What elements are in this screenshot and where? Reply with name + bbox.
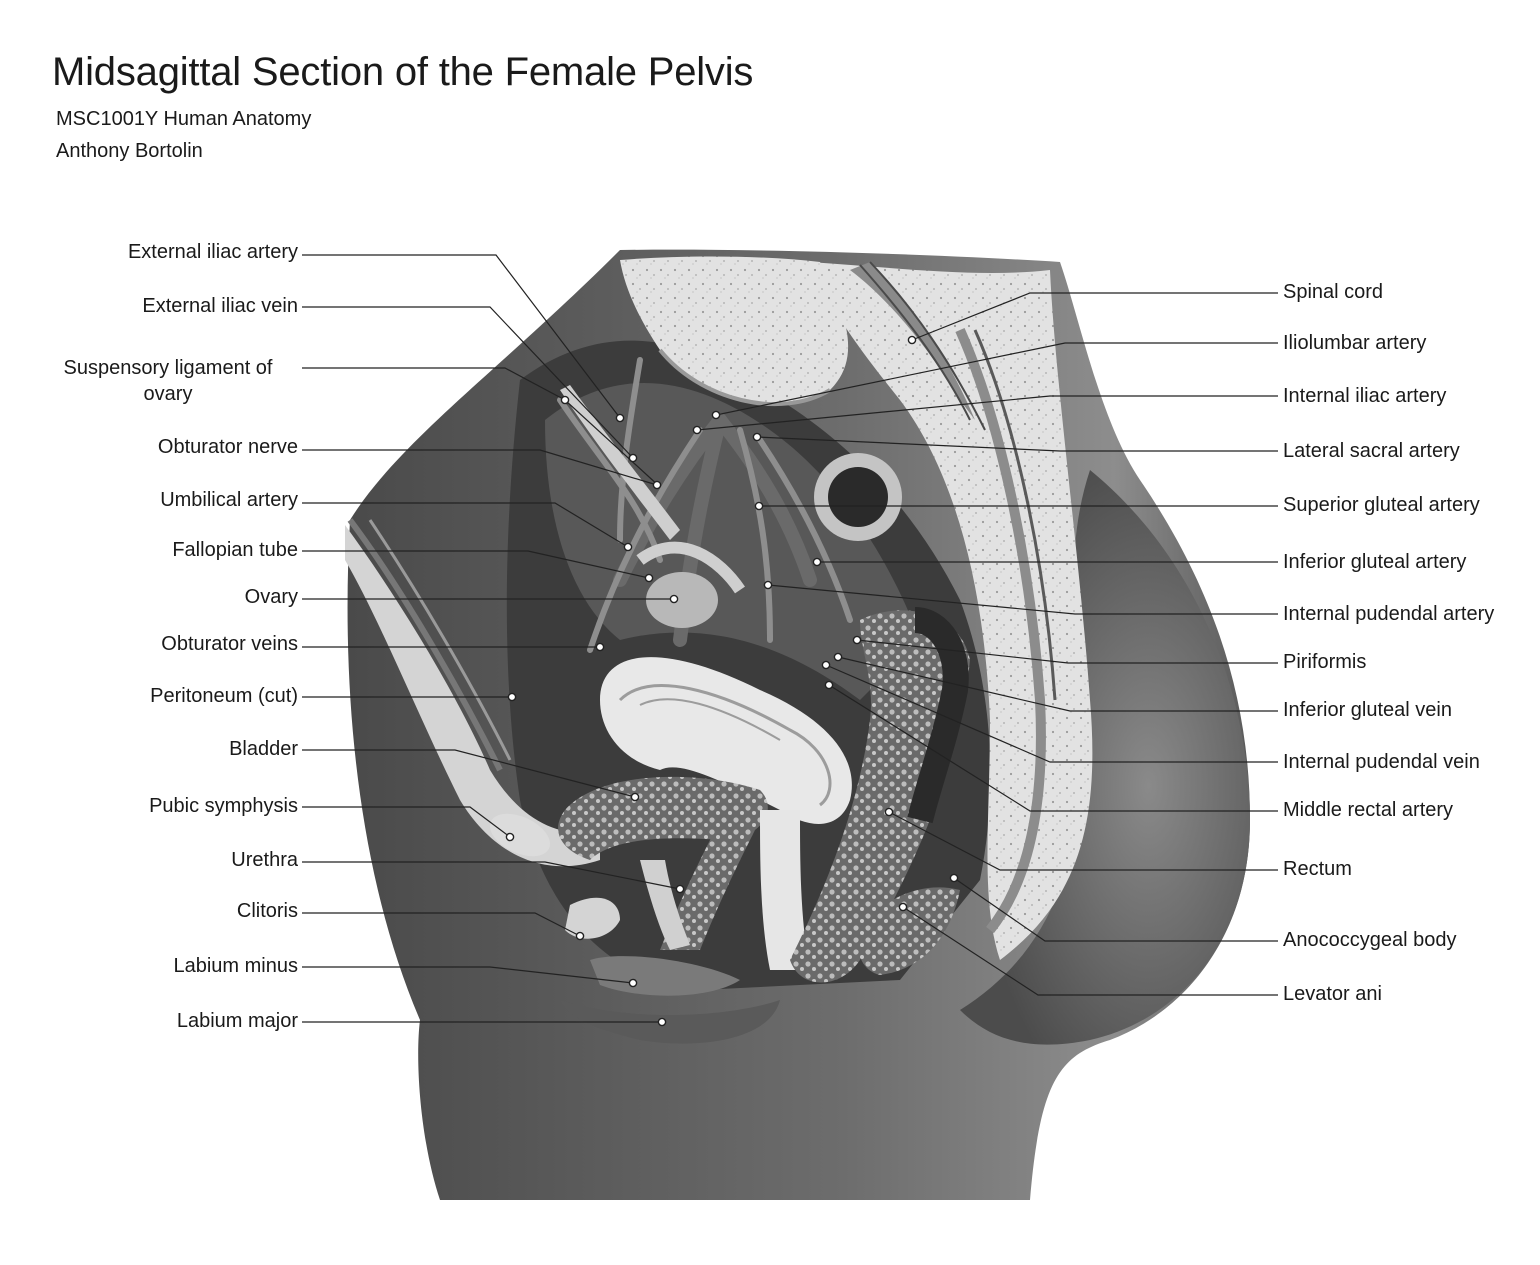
label-piriformis: Piriformis (1283, 649, 1366, 675)
label-external-iliac-artery: External iliac artery (128, 239, 298, 265)
label-bladder: Bladder (229, 736, 298, 762)
label-lateral-sacral-artery: Lateral sacral artery (1283, 438, 1460, 464)
label-internal-pudendal-vein: Internal pudendal vein (1283, 749, 1480, 775)
label-anococcygeal-body: Anococcygeal body (1283, 927, 1456, 953)
label-levator-ani: Levator ani (1283, 981, 1382, 1007)
label-iliolumbar-artery: Iliolumbar artery (1283, 330, 1426, 356)
label-obturator-veins: Obturator veins (161, 631, 298, 657)
label-clitoris: Clitoris (237, 898, 298, 924)
label-peritoneum: Peritoneum (cut) (150, 683, 298, 709)
label-labium-minus: Labium minus (173, 953, 298, 979)
label-external-iliac-vein: External iliac vein (142, 293, 298, 319)
label-labium-major: Labium major (177, 1008, 298, 1034)
label-urethra: Urethra (231, 847, 298, 873)
label-umbilical-artery: Umbilical artery (160, 487, 298, 513)
label-obturator-nerve: Obturator nerve (158, 434, 298, 460)
label-internal-iliac-artery: Internal iliac artery (1283, 383, 1446, 409)
rectum-upper-ring (814, 453, 902, 541)
label-inferior-gluteal-artery: Inferior gluteal artery (1283, 549, 1466, 575)
label-middle-rectal-artery: Middle rectal artery (1283, 797, 1453, 823)
label-internal-pudendal-artery: Internal pudendal artery (1283, 601, 1494, 627)
label-ovary: Ovary (245, 584, 298, 610)
ovary-shape (646, 572, 718, 628)
label-fallopian-tube: Fallopian tube (172, 537, 298, 563)
label-rectum: Rectum (1283, 856, 1352, 882)
label-spinal-cord: Spinal cord (1283, 279, 1383, 305)
label-pubic-symphysis: Pubic symphysis (149, 793, 298, 819)
label-suspensory-ligament: Suspensory ligament of ovary (38, 355, 298, 407)
label-inferior-gluteal-vein: Inferior gluteal vein (1283, 697, 1452, 723)
label-superior-gluteal-artery: Superior gluteal artery (1283, 492, 1480, 518)
